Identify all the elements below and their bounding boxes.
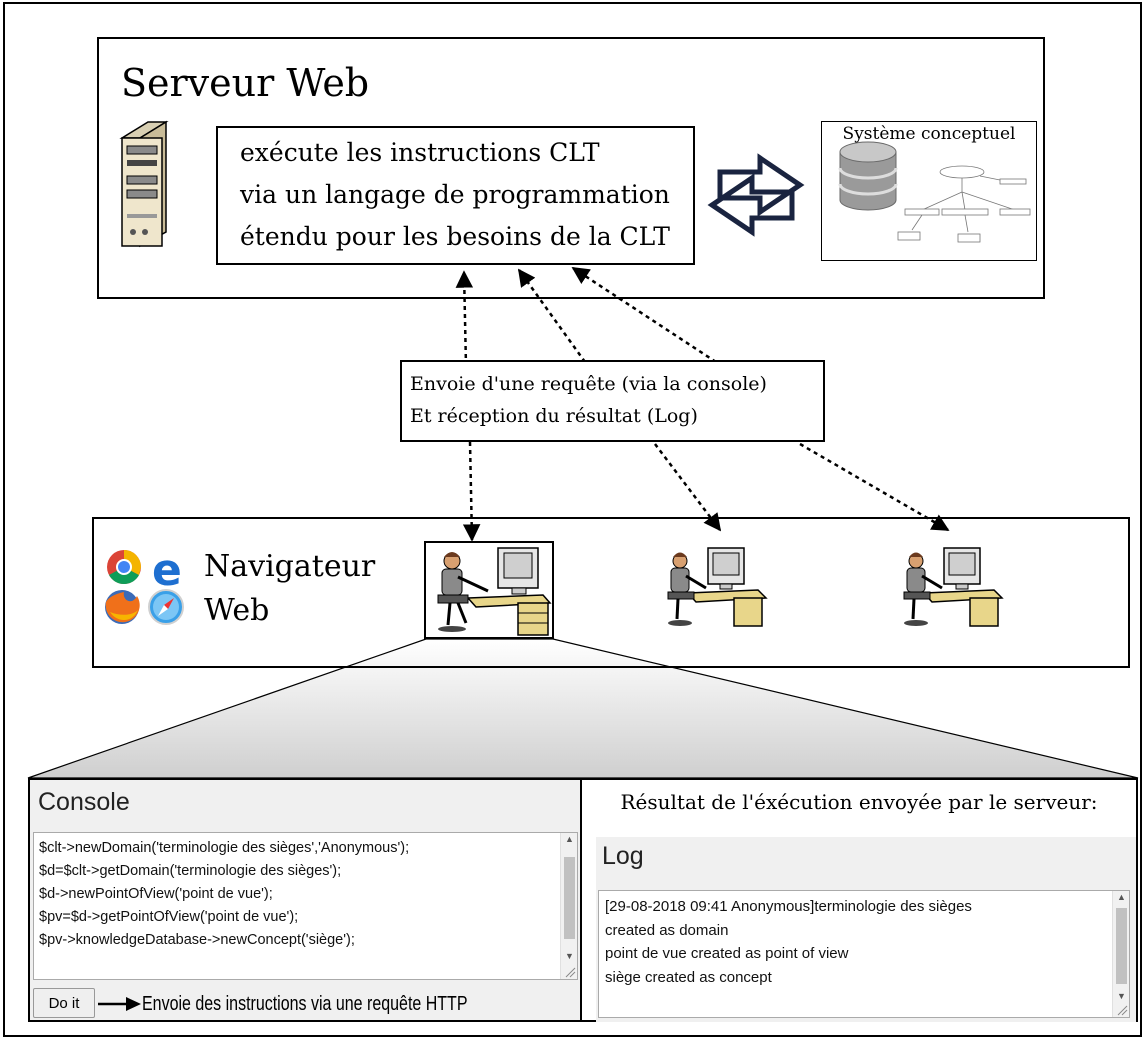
- scroll-up-icon[interactable]: ▲: [565, 834, 574, 844]
- database-icon: [838, 141, 898, 211]
- browser-label-line: Web: [204, 593, 270, 628]
- svg-text:e: e: [152, 545, 182, 596]
- browser-label: Navigateur Web: [204, 545, 375, 633]
- safari-icon: [148, 589, 184, 625]
- do-it-button[interactable]: Do it: [33, 988, 95, 1018]
- request-line: Et réception du résultat (Log): [410, 405, 698, 427]
- server-title: Serveur Web: [121, 61, 370, 105]
- scroll-up-icon[interactable]: ▲: [1117, 892, 1126, 902]
- console-textarea[interactable]: $clt->newDomain('terminologie des sièges…: [33, 832, 578, 980]
- request-text: Envoie d'une requête (via la console) Et…: [410, 368, 767, 432]
- resize-grip-icon[interactable]: [1116, 1004, 1128, 1016]
- log-scrollbar[interactable]: ▲ ▼: [1112, 891, 1129, 1017]
- console-title: Console: [38, 788, 130, 816]
- result-heading: Résultat de l'éxécution envoyée par le s…: [620, 790, 1098, 814]
- web-server-box: Serveur Web: [97, 37, 1045, 299]
- arrow-to-server-2: [517, 268, 587, 363]
- code-line: $clt->newDomain('terminologie des sièges…: [39, 840, 410, 856]
- result-panel: Résultat de l'éxécution envoyée par le s…: [582, 778, 1138, 1022]
- log-panel: Log [29-08-2018 09:41 Anonymous]terminol…: [596, 837, 1136, 1022]
- arrow-to-client-1: [462, 441, 481, 542]
- firefox-icon: [105, 590, 140, 624]
- log-scroll-thumb[interactable]: [1116, 908, 1127, 984]
- code-line: $pv=$d->getPointOfView('point de vue');: [39, 909, 299, 925]
- execution-line: via un langage de programmation: [240, 180, 670, 209]
- conceptual-system-box: Système conceptuel: [821, 121, 1037, 261]
- code-line: $d->newPointOfView('point de vue');: [39, 886, 273, 902]
- user-at-computer-icon: [437, 547, 552, 636]
- console-scrollbar[interactable]: ▲ ▼: [560, 833, 577, 979]
- diagram-frame: [3, 2, 1142, 1037]
- console-code: $clt->newDomain('terminologie des sièges…: [39, 837, 409, 952]
- selected-client-frame: [424, 541, 554, 639]
- concept-graph-icon: [897, 165, 1031, 243]
- log-title: Log: [602, 842, 644, 870]
- console-panel: Console $clt->newDomain('terminologie de…: [28, 778, 582, 1022]
- scroll-down-icon[interactable]: ▼: [1117, 991, 1126, 1001]
- request-caption-wrap: Envoie des instructions via une requête …: [142, 988, 578, 1020]
- execution-box: exécute les instructions CLT via un lang…: [216, 126, 695, 265]
- log-line: siège created as concept: [605, 968, 772, 986]
- code-line: $pv->knowledgeDatabase->newConcept('sièg…: [39, 932, 355, 948]
- execution-line: exécute les instructions CLT: [240, 138, 600, 167]
- http-request-caption: Envoie des instructions via une requête …: [142, 993, 468, 1015]
- log-line: created as domain: [605, 921, 729, 939]
- edge-icon: e: [152, 545, 182, 596]
- execution-line: étendu pour les besoins de la CLT: [240, 222, 670, 251]
- log-line: point de vue created as point of view: [605, 945, 849, 962]
- browser-label-line: Navigateur: [204, 549, 376, 584]
- web-browser-box: Navigateur Web: [92, 517, 1130, 668]
- console-scroll-thumb[interactable]: [564, 857, 575, 939]
- bidirectional-arrows-icon: [707, 153, 805, 237]
- user-at-computer-icon: [667, 547, 768, 627]
- resize-grip-icon[interactable]: [564, 966, 576, 978]
- arrow-right-icon: [98, 997, 141, 1011]
- request-label-box: Envoie d'une requête (via la console) Et…: [400, 360, 825, 442]
- execution-text: exécute les instructions CLT via un lang…: [240, 132, 670, 258]
- conceptual-system-title: Système conceptuel: [842, 124, 1016, 144]
- arrow-to-client-2: [654, 443, 722, 532]
- zoom-projection: [27, 638, 1139, 779]
- scroll-down-icon[interactable]: ▼: [565, 951, 574, 961]
- code-line: $d=$clt->getDomain('terminologie des siè…: [39, 863, 342, 879]
- log-line: [29-08-2018 09:41 Anonymous]terminologie…: [605, 898, 972, 915]
- server-tower-icon: [119, 120, 169, 248]
- log-output: [29-08-2018 09:41 Anonymous]terminologie…: [605, 895, 972, 989]
- chrome-icon: [107, 550, 141, 584]
- request-line: Envoie d'une requête (via la console): [410, 373, 767, 395]
- user-at-computer-icon: [903, 547, 1004, 627]
- log-textarea[interactable]: [29-08-2018 09:41 Anonymous]terminologie…: [598, 890, 1130, 1018]
